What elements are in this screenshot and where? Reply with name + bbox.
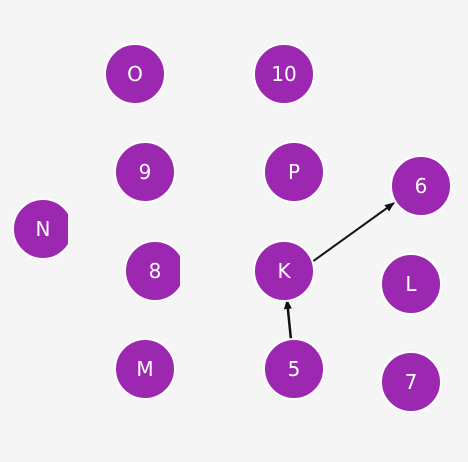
node-5[interactable]: 5 <box>263 338 325 400</box>
node-9-label: 9 <box>138 160 152 184</box>
node-l-label: L <box>405 272 417 296</box>
node-6-label: 6 <box>414 174 428 198</box>
node-10-label: 10 <box>271 62 297 86</box>
node-m-label: M <box>136 357 154 381</box>
node-7-label: 7 <box>404 370 418 394</box>
node-5-label: 5 <box>287 357 301 381</box>
node-l[interactable]: L <box>380 253 442 315</box>
node-8[interactable]: 8 <box>124 240 180 302</box>
node-k[interactable]: K <box>253 240 315 302</box>
node-n-label: N <box>35 217 51 241</box>
node-m[interactable]: M <box>114 338 176 400</box>
node-7[interactable]: 7 <box>380 351 442 413</box>
node-9[interactable]: 9 <box>114 141 176 203</box>
node-6[interactable]: 6 <box>390 155 452 217</box>
node-o-label: O <box>127 62 143 86</box>
edge-5-to-k <box>283 299 293 341</box>
edge-k-to-6 <box>311 202 395 263</box>
node-p[interactable]: P <box>263 141 325 203</box>
node-p-label: P <box>287 160 301 184</box>
node-10[interactable]: 10 <box>253 43 315 105</box>
node-o[interactable]: O <box>104 43 166 105</box>
node-n[interactable]: N <box>12 198 68 260</box>
node-k-label: K <box>277 259 291 283</box>
node-8-label: 8 <box>148 259 162 283</box>
